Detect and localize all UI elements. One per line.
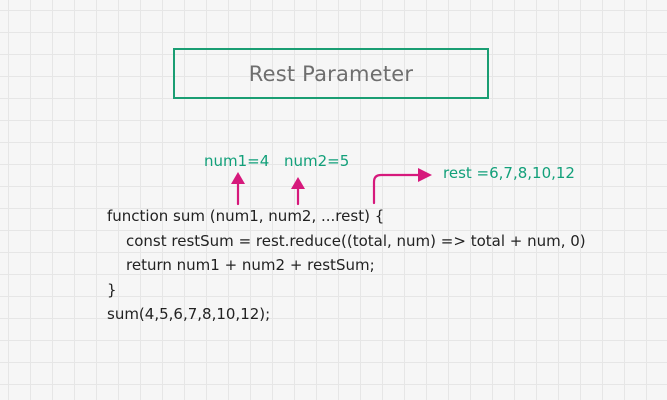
code-block: function sum (num1, num2, ...rest) { con… <box>107 204 586 327</box>
num1-arrow <box>231 172 245 206</box>
rest-annotation: rest =6,7,8,10,12 <box>443 164 575 182</box>
num2-arrow <box>291 177 305 206</box>
diagram-title: Rest Parameter <box>248 61 414 86</box>
rest-arrow <box>372 168 432 205</box>
code-line-rest-sum: const restSum = rest.reduce((total, num)… <box>126 231 586 250</box>
code-line-closing-brace: } <box>107 280 117 299</box>
num1-annotation: num1=4 <box>204 152 270 170</box>
num2-annotation: num2=5 <box>284 152 350 170</box>
code-line-function-call: sum(4,5,6,7,8,10,12); <box>107 305 271 323</box>
code-line-function-declaration: function sum (num1, num2, ...rest) { <box>107 207 385 225</box>
code-line-return: return num1 + num2 + restSum; <box>126 256 375 274</box>
title-box: Rest Parameter <box>173 48 489 99</box>
